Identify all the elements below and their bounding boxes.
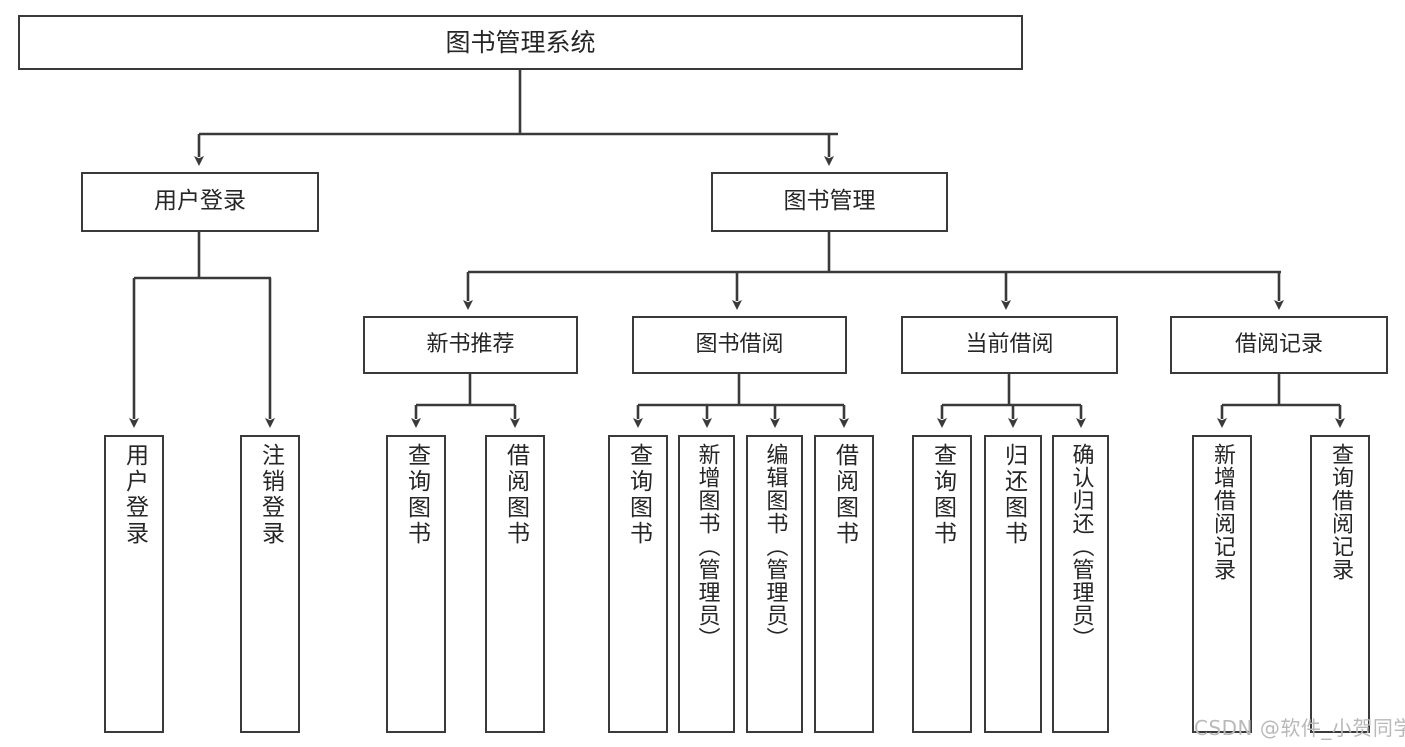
node-level2-1[interactable]: 图书管理: [711, 172, 948, 232]
node-level3-1[interactable]: 图书借阅: [632, 316, 847, 374]
node-level3-3-label: 借阅记录: [1234, 332, 1323, 358]
node-leaf-1[interactable]: 注销登录: [240, 435, 300, 733]
node-leaf-10-label: 确认归还（管理员）: [1068, 443, 1094, 650]
node-leaf-0[interactable]: 用户登录: [104, 435, 164, 733]
node-leaf-8[interactable]: 查询图书: [912, 435, 972, 733]
node-level3-3[interactable]: 借阅记录: [1170, 316, 1388, 374]
node-leaf-7[interactable]: 借阅图书: [814, 435, 874, 733]
node-leaf-1-label: 注销登录: [257, 443, 284, 547]
node-leaf-5-label: 新增图书（管理员）: [694, 443, 720, 650]
node-level3-2[interactable]: 当前借阅: [901, 316, 1118, 374]
node-leaf-6-label: 编辑图书（管理员）: [762, 443, 788, 650]
node-level3-0[interactable]: 新书推荐: [363, 316, 578, 374]
node-leaf-5[interactable]: 新增图书（管理员）: [678, 435, 735, 733]
node-leaf-9-label: 归还图书: [1000, 443, 1027, 547]
node-root-label: 图书管理系统: [445, 27, 596, 57]
node-leaf-11-label: 新增借阅记录: [1210, 443, 1235, 581]
csdn-watermark: CSDN @软件_小贺同学: [1194, 716, 1405, 740]
node-leaf-12-label: 查询借阅记录: [1328, 443, 1353, 581]
node-leaf-12[interactable]: 查询借阅记录: [1310, 435, 1370, 733]
node-leaf-2-label: 查询图书: [403, 443, 430, 547]
node-leaf-6[interactable]: 编辑图书（管理员）: [746, 435, 803, 733]
node-leaf-8-label: 查询图书: [929, 443, 956, 547]
node-level2-0[interactable]: 用户登录: [81, 172, 319, 232]
node-leaf-0-label: 用户登录: [121, 443, 148, 547]
node-level3-2-label: 当前借阅: [965, 332, 1054, 358]
node-leaf-4-label: 查询图书: [625, 443, 652, 547]
node-leaf-3-label: 借阅图书: [502, 443, 529, 547]
node-level3-0-label: 新书推荐: [426, 332, 515, 358]
node-level2-1-label: 图书管理: [783, 188, 876, 215]
node-leaf-3[interactable]: 借阅图书: [485, 435, 545, 733]
node-leaf-11[interactable]: 新增借阅记录: [1192, 435, 1252, 733]
node-root[interactable]: 图书管理系统: [18, 15, 1023, 70]
node-level3-1-label: 图书借阅: [695, 332, 784, 358]
node-leaf-4[interactable]: 查询图书: [608, 435, 668, 733]
node-leaf-10[interactable]: 确认归还（管理员）: [1052, 435, 1109, 733]
node-level2-0-label: 用户登录: [154, 188, 246, 215]
node-leaf-9[interactable]: 归还图书: [984, 435, 1042, 733]
node-leaf-2[interactable]: 查询图书: [386, 435, 446, 733]
node-leaf-7-label: 借阅图书: [831, 443, 858, 547]
